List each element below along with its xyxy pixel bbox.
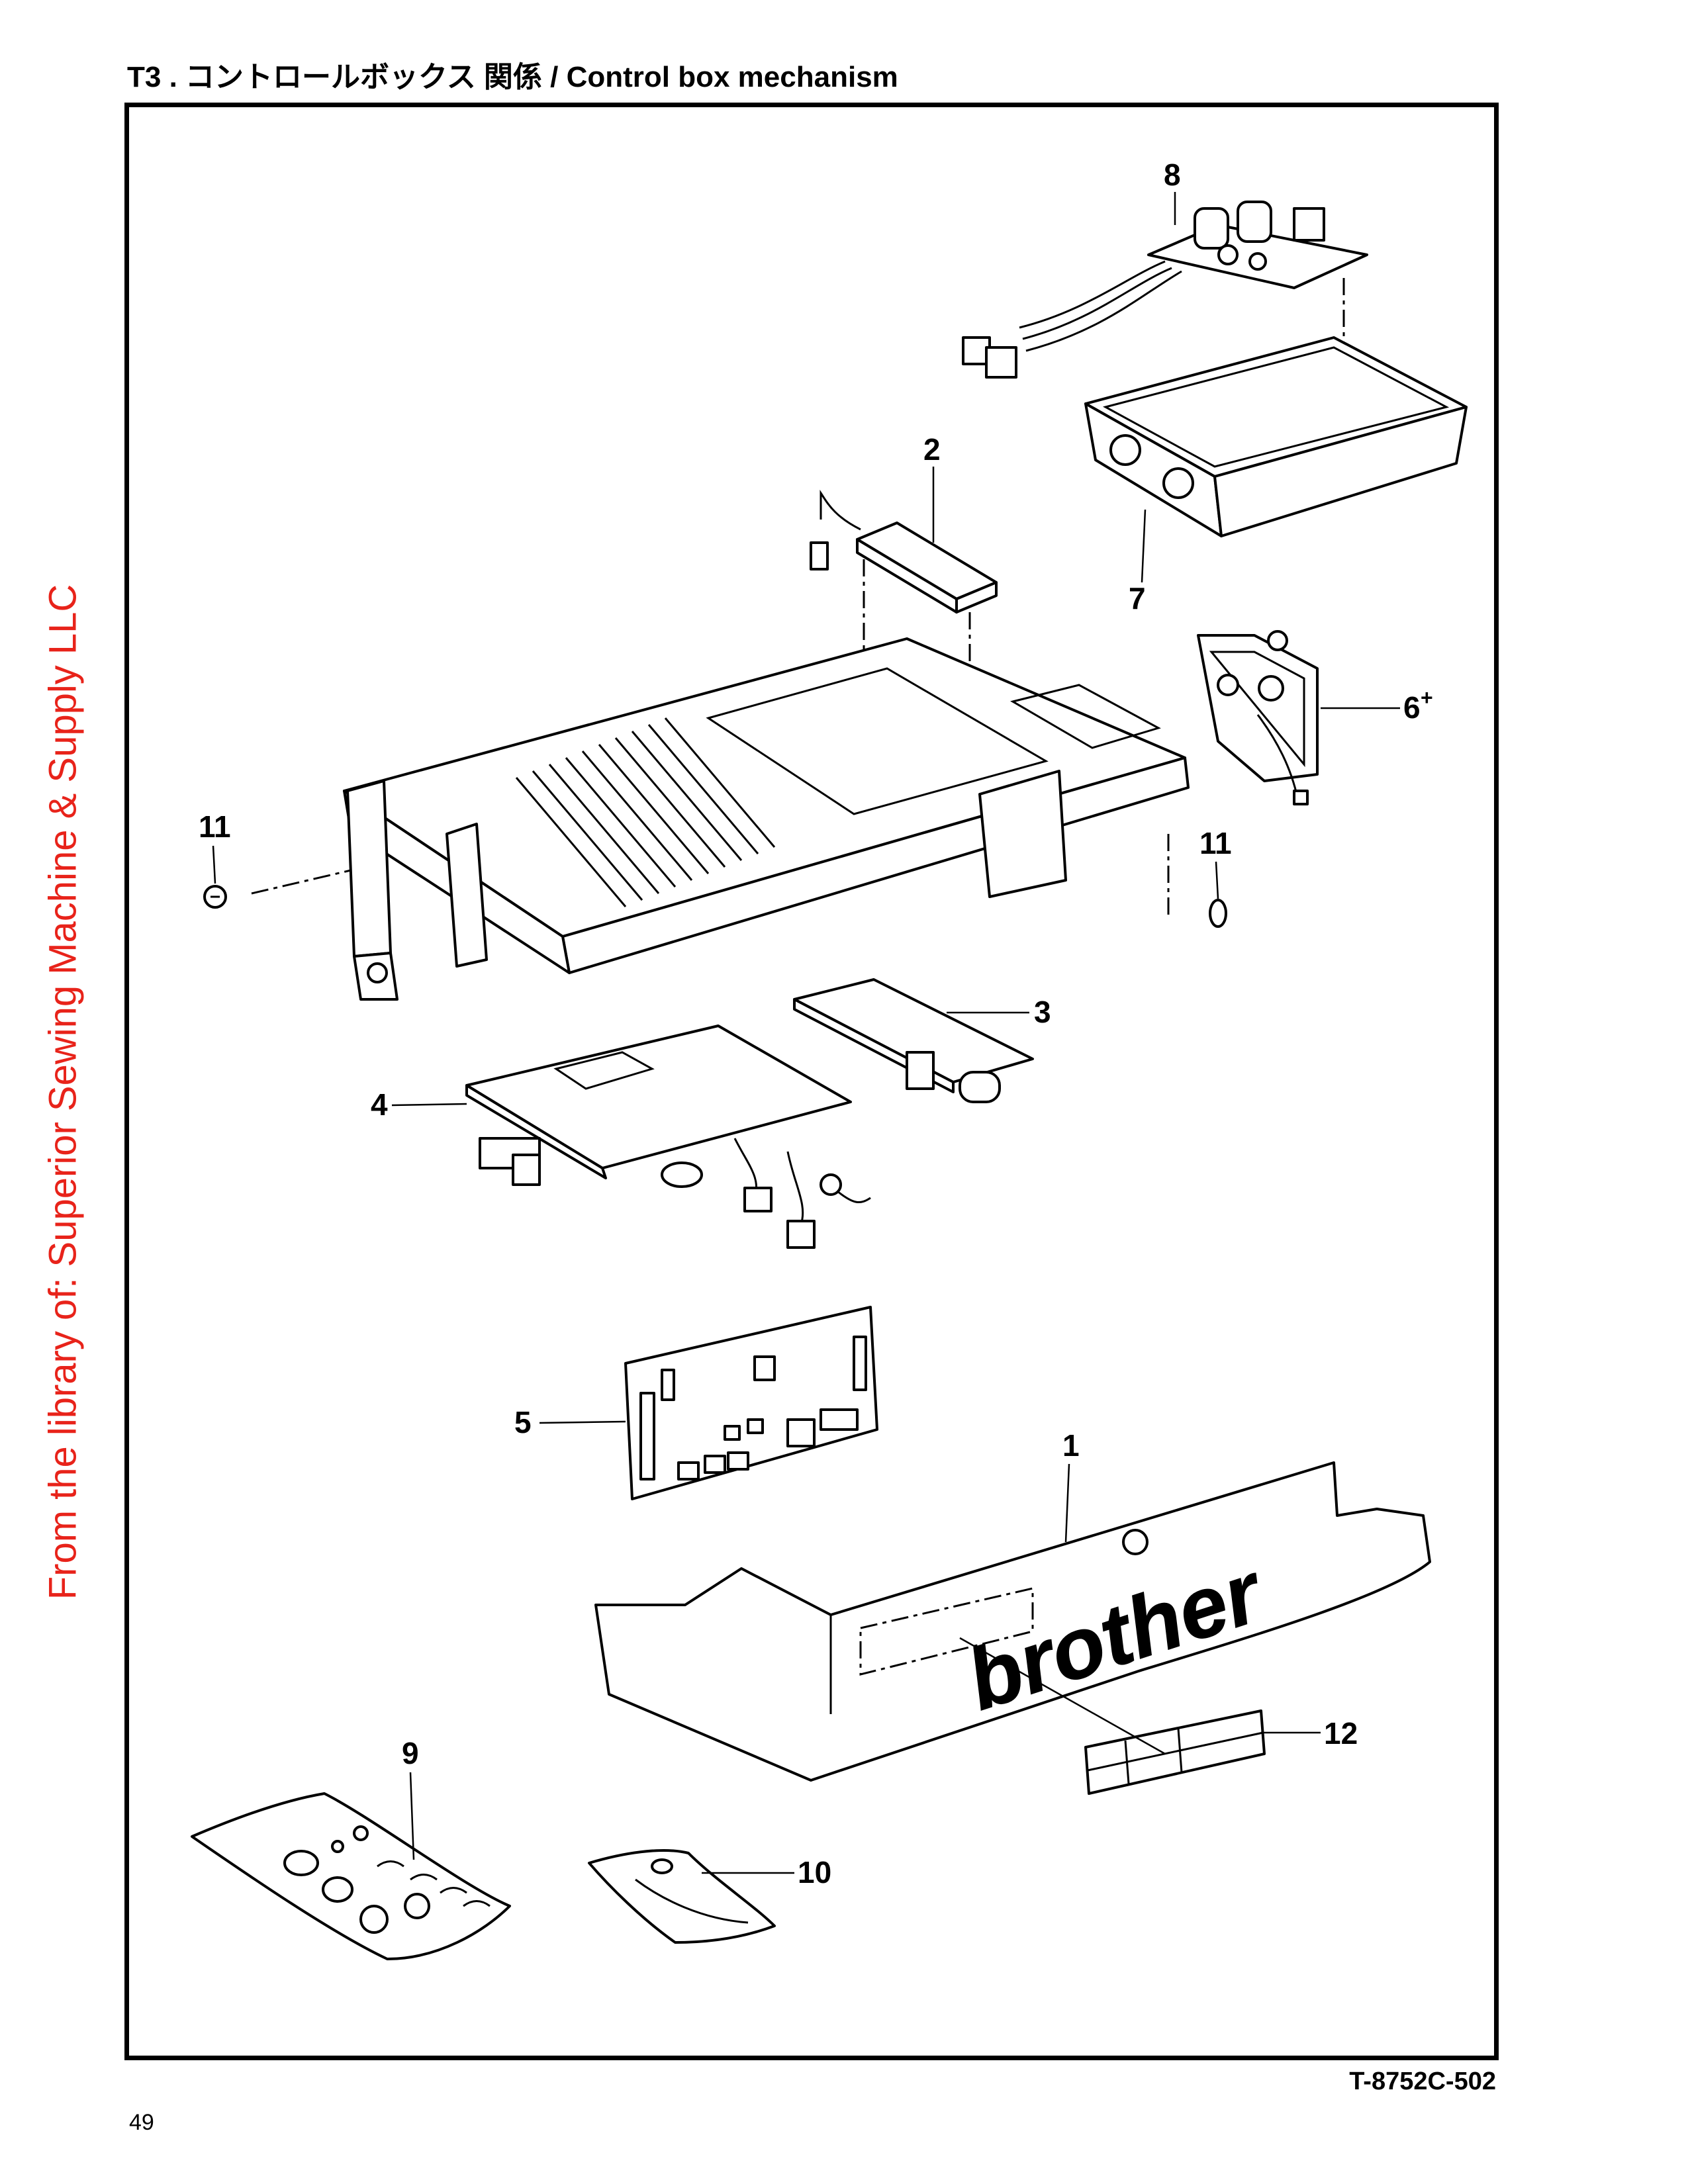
part-5-main-pcb xyxy=(624,1306,878,1500)
part-3-pcb xyxy=(793,978,1034,1103)
callout-2: 2 xyxy=(923,432,941,467)
diagram-frame xyxy=(124,103,1499,2060)
library-watermark: From the library of: Superior Sewing Mac… xyxy=(41,584,85,1600)
part-10-small-bag xyxy=(588,1849,776,1944)
leader-11-right xyxy=(1215,861,1219,899)
callout-1: 1 xyxy=(1062,1428,1080,1463)
leader-5 xyxy=(539,1420,626,1424)
callout-6-mark: + xyxy=(1421,686,1433,709)
callout-9: 9 xyxy=(402,1736,419,1770)
callout-10: 10 xyxy=(798,1855,831,1889)
label-placement-line xyxy=(959,1637,1166,1755)
page-title: T3 . コントロールボックス 関係 / Control box mechani… xyxy=(127,61,898,93)
part-7-control-box xyxy=(1084,336,1468,537)
part-9-accessory-bag xyxy=(191,1792,511,1960)
leader-1 xyxy=(1064,1463,1070,1543)
callout-12: 12 xyxy=(1324,1716,1358,1751)
part-2-module xyxy=(810,490,998,614)
leader-9 xyxy=(409,1772,415,1860)
part-4-power-pcb xyxy=(465,1024,871,1249)
leader-11-left xyxy=(212,845,216,884)
callout-4: 4 xyxy=(371,1087,388,1122)
screw-11-left-line xyxy=(251,869,352,895)
page-number: 49 xyxy=(129,2110,154,2135)
chassis-heatsink-base xyxy=(343,637,1190,1001)
drawing-code: T-8752C-502 xyxy=(1349,2068,1496,2095)
exploded-parts-diagram: 7 8 2 6 + xyxy=(191,158,1468,1960)
leader-4 xyxy=(391,1103,467,1107)
callout-11-left: 11 xyxy=(199,809,231,844)
part-6-switch-unit xyxy=(1197,630,1319,805)
callout-5: 5 xyxy=(514,1405,532,1439)
part-8-filter-board xyxy=(962,201,1368,379)
callout-8: 8 xyxy=(1164,158,1181,192)
part-11-washer-right xyxy=(1209,899,1227,928)
callout-7: 7 xyxy=(1129,581,1146,615)
heatsink-fins xyxy=(515,717,776,907)
part-12-label xyxy=(1084,1709,1266,1795)
leader-7 xyxy=(1141,509,1147,583)
callout-6: 6 xyxy=(1403,690,1421,725)
callout-11-right: 11 xyxy=(1199,826,1232,860)
part-11-screw-left xyxy=(203,885,227,909)
callout-3: 3 xyxy=(1034,995,1051,1029)
